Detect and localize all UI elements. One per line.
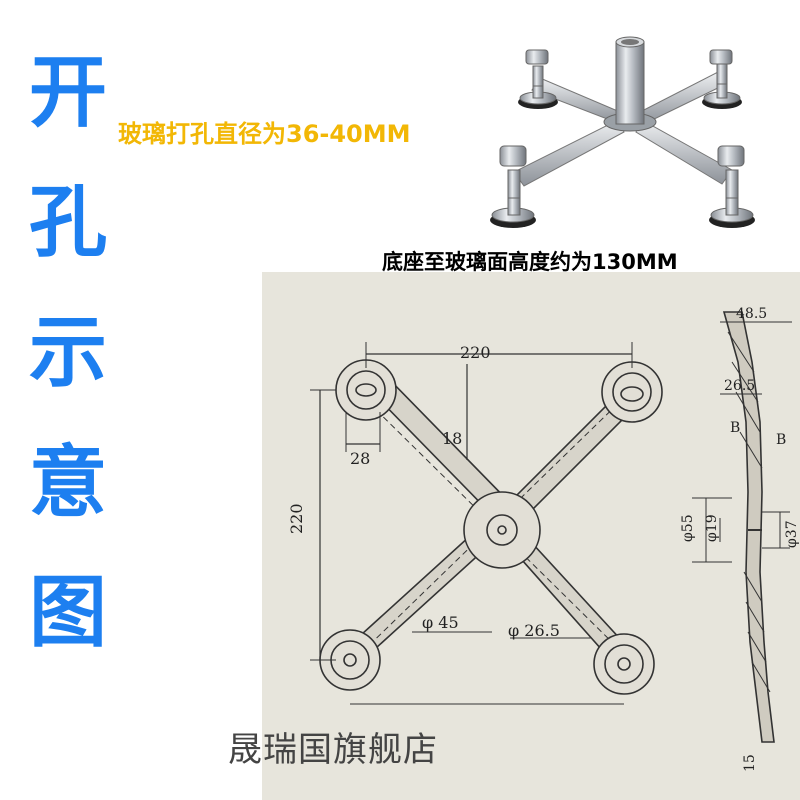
shop-name-watermark: 晟瑞国旗舰店: [228, 730, 438, 770]
title-char-5: 图: [28, 568, 107, 658]
title-char-4: 意: [28, 438, 107, 528]
base-height-note: 底座至玻璃面高度约为130MM: [382, 250, 678, 274]
side-dim-phi55: φ55: [680, 514, 696, 542]
dim-18: 18: [442, 429, 462, 448]
dim-28: 28: [350, 449, 370, 468]
dim-220-vertical: 220: [287, 503, 306, 534]
vertical-title: 开 孔 示 意 图: [18, 28, 118, 678]
section-b-left: B: [730, 420, 740, 436]
side-dim-48-5: 48.5: [736, 306, 767, 322]
title-char-1: 开: [28, 48, 107, 138]
spider-fitting-photo: [490, 36, 755, 228]
dim-phi45: φ 45: [422, 613, 459, 632]
side-dim-26-5: 26.5: [724, 378, 755, 394]
title-char-2: 孔: [28, 178, 107, 268]
side-dim-phi19: φ19: [704, 514, 720, 542]
dim-220-horizontal: 220: [460, 343, 491, 362]
hole-diameter-note: 玻璃打孔直径为36-40MM: [118, 120, 411, 148]
side-dim-phi37: φ37: [784, 520, 800, 548]
dim-phi26-5: φ 26.5: [508, 621, 560, 640]
technical-drawing-panel: 220 220 18 28 φ 45 φ 26.5 48.5 26.5 B B …: [262, 272, 800, 800]
spider-dimension-drawing: 220 220 18 28 φ 45 φ 26.5 48.5 26.5 B B …: [287, 306, 800, 772]
title-char-3: 示: [28, 308, 107, 398]
section-b-right: B: [776, 432, 786, 448]
side-dim-15: 15: [742, 754, 758, 772]
